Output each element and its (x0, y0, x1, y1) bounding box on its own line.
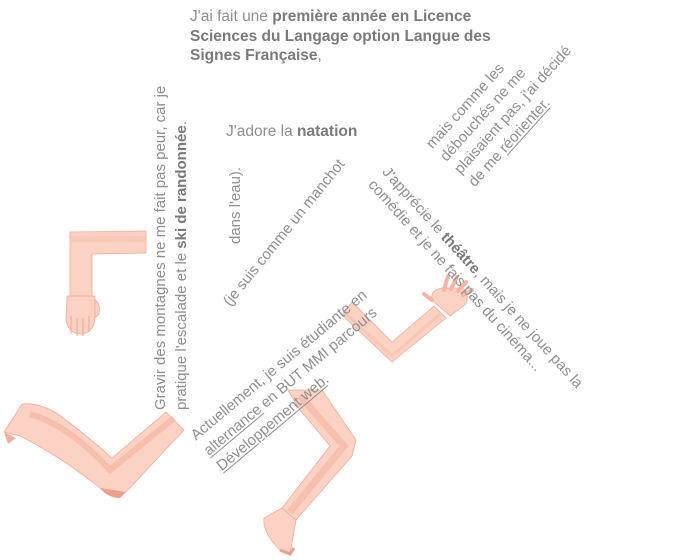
intro-text-end: , (317, 47, 322, 64)
swimming-highlight: natation (297, 123, 358, 140)
bent-arm-hand-down-icon (65, 230, 147, 336)
ski-highlight: ski de randonnée (173, 125, 190, 249)
arm-waving-hand-icon (341, 274, 474, 363)
mountains-line-1: Gravir des montagnes ne me fait pas peur… (152, 85, 169, 410)
mountains-paragraph: Gravir des montagnes ne me fait pas peur… (150, 86, 192, 410)
water-text: dans l'eau). (227, 166, 244, 244)
leg-kicking-icon (263, 389, 357, 556)
swimming-paragraph: J'adore la natation (226, 122, 357, 141)
intro-text: J'ai fait une (190, 8, 273, 25)
bent-leg-foot-icon (3, 403, 185, 498)
intro-paragraph: J'ai fait une première année en Licence … (190, 7, 491, 66)
intro-degree-highlight-3: Signes Française (190, 47, 318, 64)
mountains-end: . (173, 121, 190, 126)
intro-degree-highlight: première année en Licence (272, 8, 472, 25)
swimming-text: J'adore la (226, 123, 298, 140)
intro-degree-highlight-2: Sciences du Langage option Langue des (190, 27, 491, 45)
mountains-line-2: pratique l'escalade et le (173, 248, 190, 410)
